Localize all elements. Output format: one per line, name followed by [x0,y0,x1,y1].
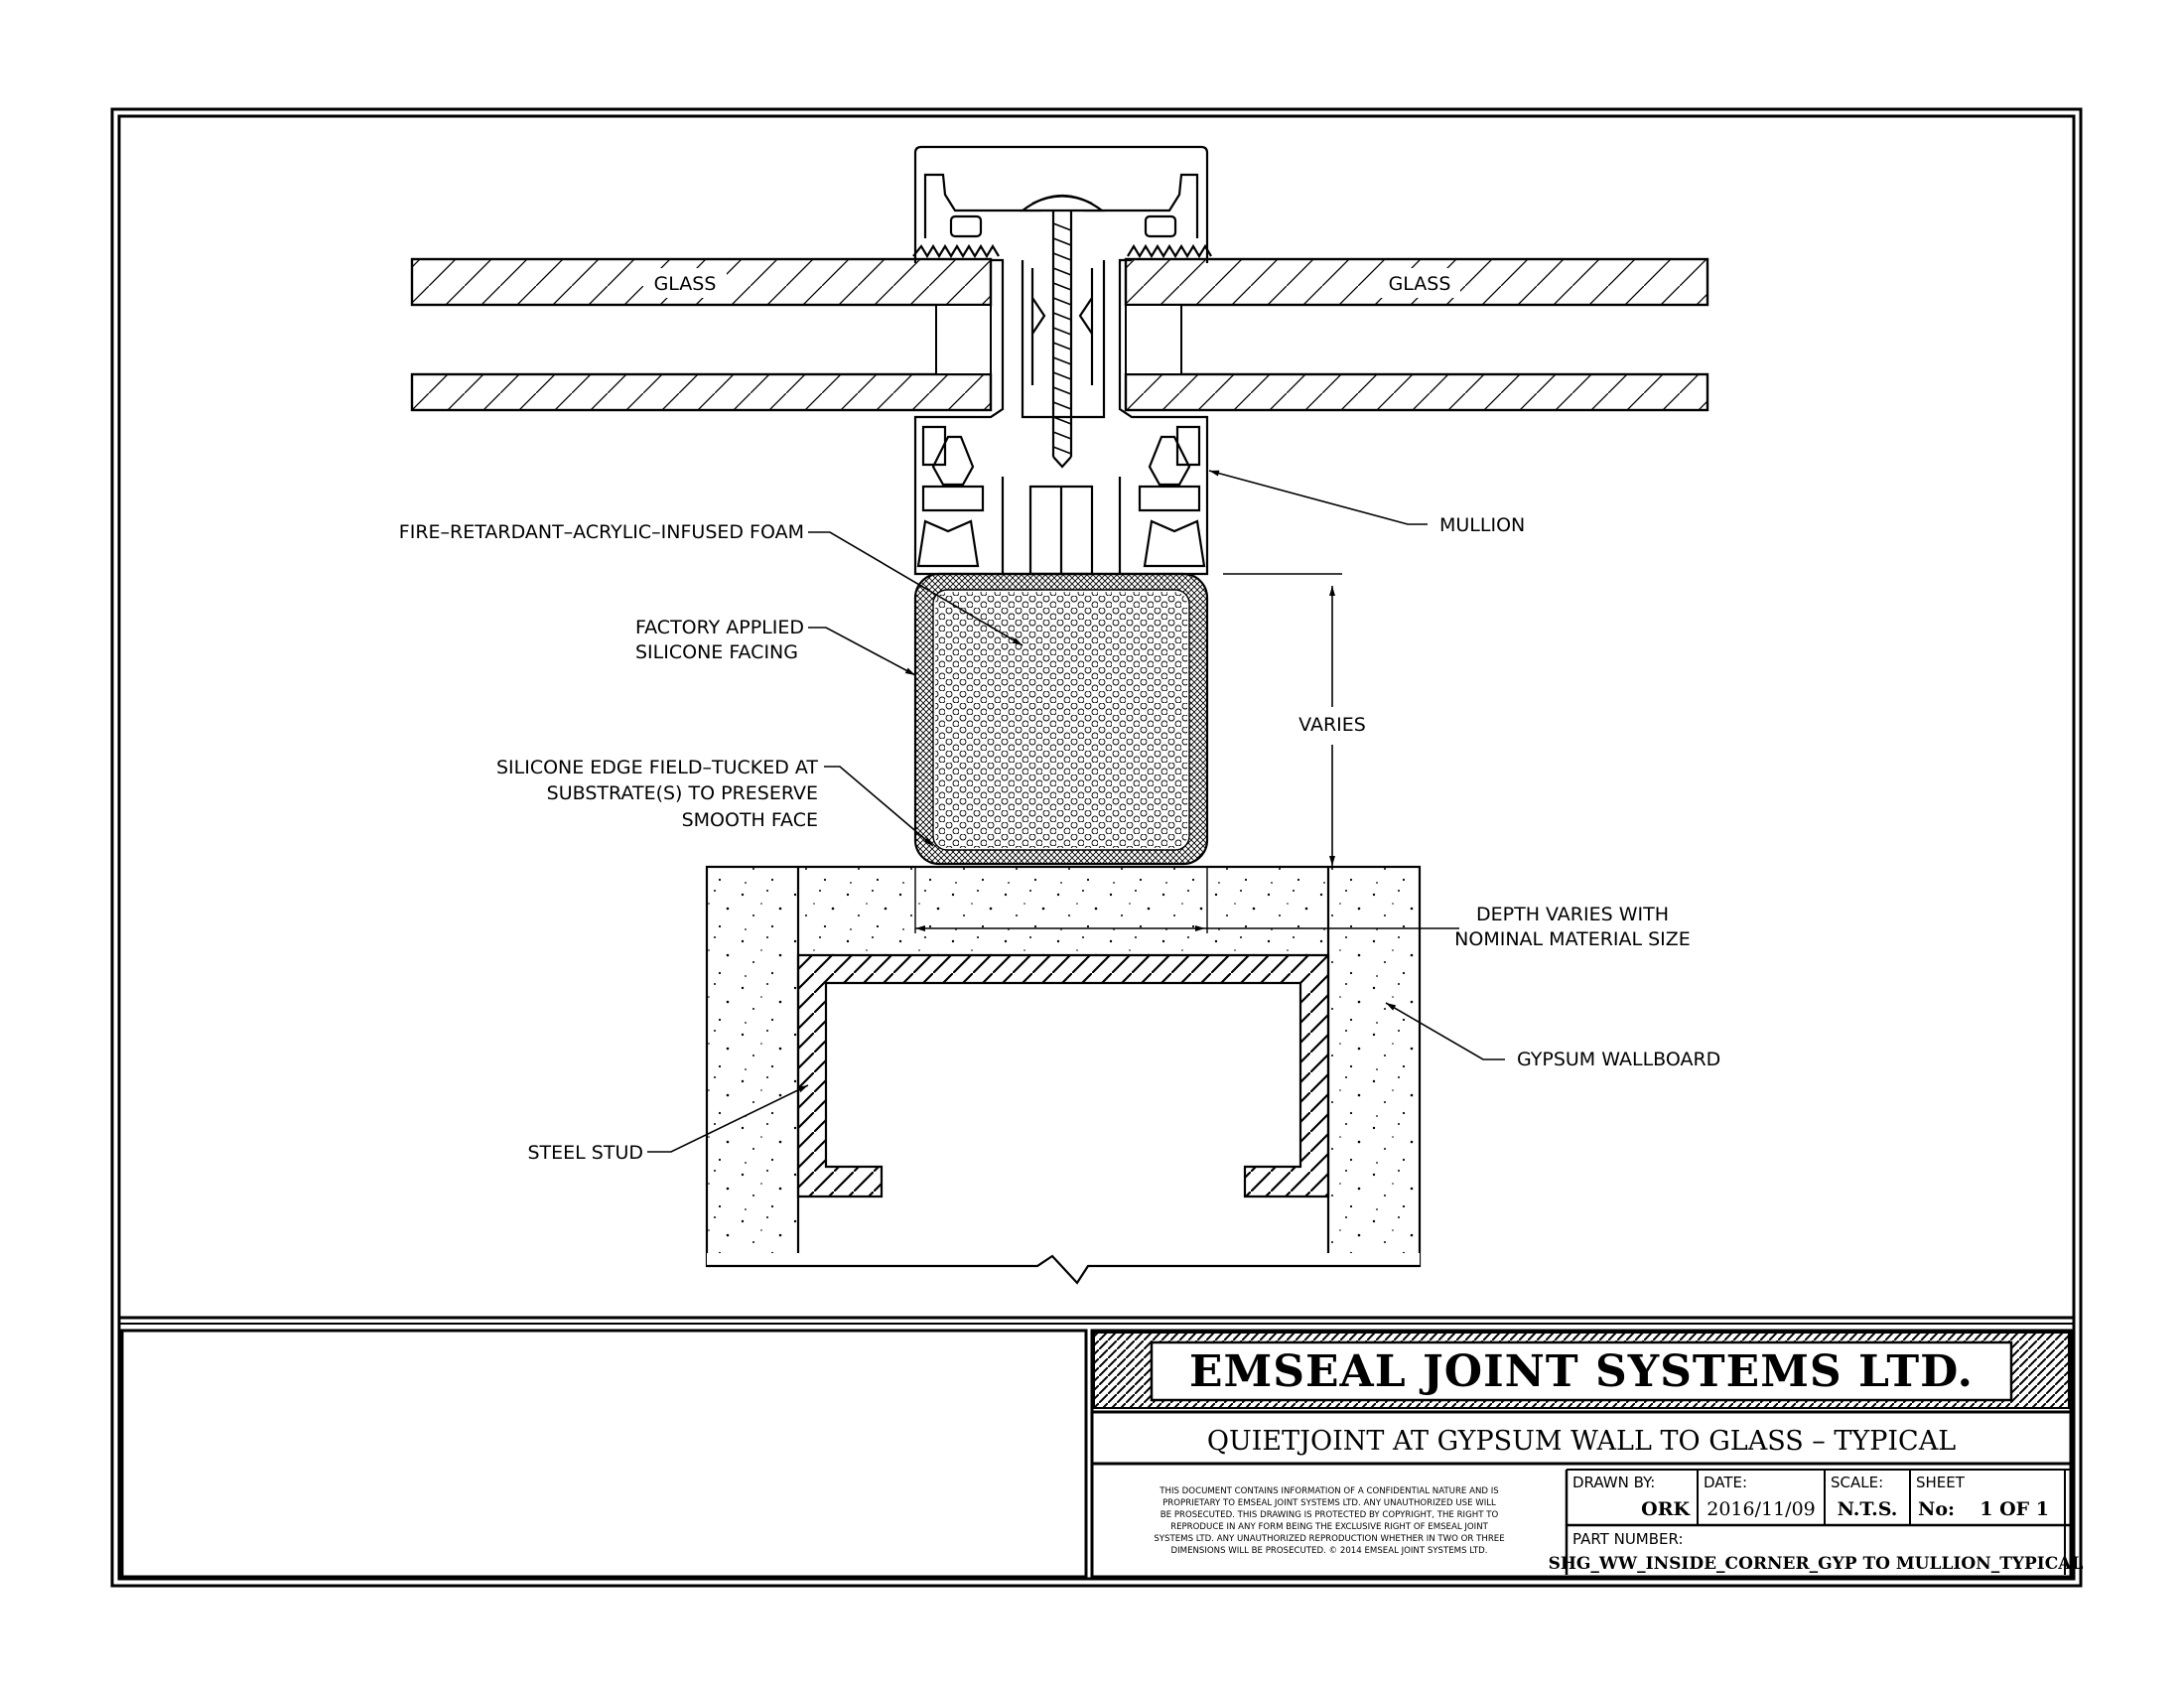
outer-border [110,107,2083,1588]
leader-mullion [1208,470,1428,525]
depth-label-2: NOMINAL MATERIAL SIZE [1454,928,1691,950]
scale-label: SCALE: [1831,1474,1883,1491]
inner-border [117,114,2076,1581]
glass-right [1124,257,1709,412]
dimension-varies [1223,573,1342,866]
gypsum-label: GYPSUM WALLBOARD [1517,1049,1720,1070]
edge-label-2: SUBSTRATE(S) TO PRESERVE [547,782,818,804]
quietjoint-foam [913,572,1209,866]
svg-text:SYSTEMS LTD. ANY UNAUTHORIZED: SYSTEMS LTD. ANY UNAUTHORIZED REPRODUCTI… [1154,1534,1504,1544]
company-banner [1150,1340,2013,1402]
foam-label: FIRE–RETARDANT–ACRYLIC–INFUSED FOAM [399,521,804,543]
date-label: DATE: [1704,1474,1747,1491]
edge-label-3: SMOOTH FACE [682,809,818,831]
part-number-value: SHG_WW_INSIDE_CORNER_GYP TO MULLION_TYPI… [1549,1554,2084,1574]
facing-label-1: FACTORY APPLIED [635,617,804,638]
mullion-label: MULLION [1439,514,1525,536]
glass-left [410,257,993,412]
notes-box [120,1329,1088,1579]
svg-text:DIMENSIONS WILL BE PROSECUTED.: DIMENSIONS WILL BE PROSECUTED. © 2014 EM… [1171,1546,1488,1556]
steel-stud-label: STEEL STUD [527,1142,643,1164]
varies-label: VARIES [1298,714,1366,736]
glass-right-label: GLASS [1389,273,1451,295]
leader-edge [824,766,934,847]
scale-value: N.T.S. [1838,1498,1898,1520]
edge-label-1: SILICONE EDGE FIELD–TUCKED AT [496,757,818,778]
depth-label-1: DEPTH VARIES WITH [1476,904,1669,925]
drawn-by-value: ORK [1641,1498,1691,1520]
sheet-value: 1 OF 1 [1979,1498,2049,1520]
sheet-label: SHEET [1916,1474,1966,1491]
mullion [912,145,1212,576]
glass-left-label: GLASS [654,273,717,295]
drawing-title: QUIETJOINT AT GYPSUM WALL TO GLASS – TYP… [1207,1426,1956,1457]
date-value: 2016/11/09 [1706,1498,1816,1520]
svg-text:BE PROSECUTED. THIS DRAWING IS: BE PROSECUTED. THIS DRAWING IS PROTECTED… [1160,1510,1499,1520]
leader-stud [647,1084,809,1153]
svg-text:PROPRIETARY TO EMSEAL JOINT SY: PROPRIETARY TO EMSEAL JOINT SYSTEMS LTD.… [1162,1498,1496,1508]
steel-stud [796,953,1330,1198]
company-name: EMSEAL JOINT SYSTEMS LTD. [1189,1346,1974,1397]
svg-text:REPRODUCE IN ANY FORM BEING TH: REPRODUCE IN ANY FORM BEING THE EXCLUSIV… [1170,1522,1489,1532]
leader-foam [808,531,1024,646]
title-block [120,1329,2073,1579]
part-number-label: PART NUMBER: [1572,1530,1684,1548]
confidential-notice: THIS DOCUMENT CONTAINS INFORMATION OF A … [1154,1486,1504,1556]
svg-text:THIS DOCUMENT CONTAINS INFORMA: THIS DOCUMENT CONTAINS INFORMATION OF A … [1159,1486,1498,1496]
drawn-by-label: DRAWN BY: [1572,1474,1655,1491]
leader-gypsum [1385,1002,1505,1060]
leader-facing [808,627,916,676]
sheet-no-label: No: [1918,1498,1955,1520]
facing-label-2: SILICONE FACING [635,641,798,663]
